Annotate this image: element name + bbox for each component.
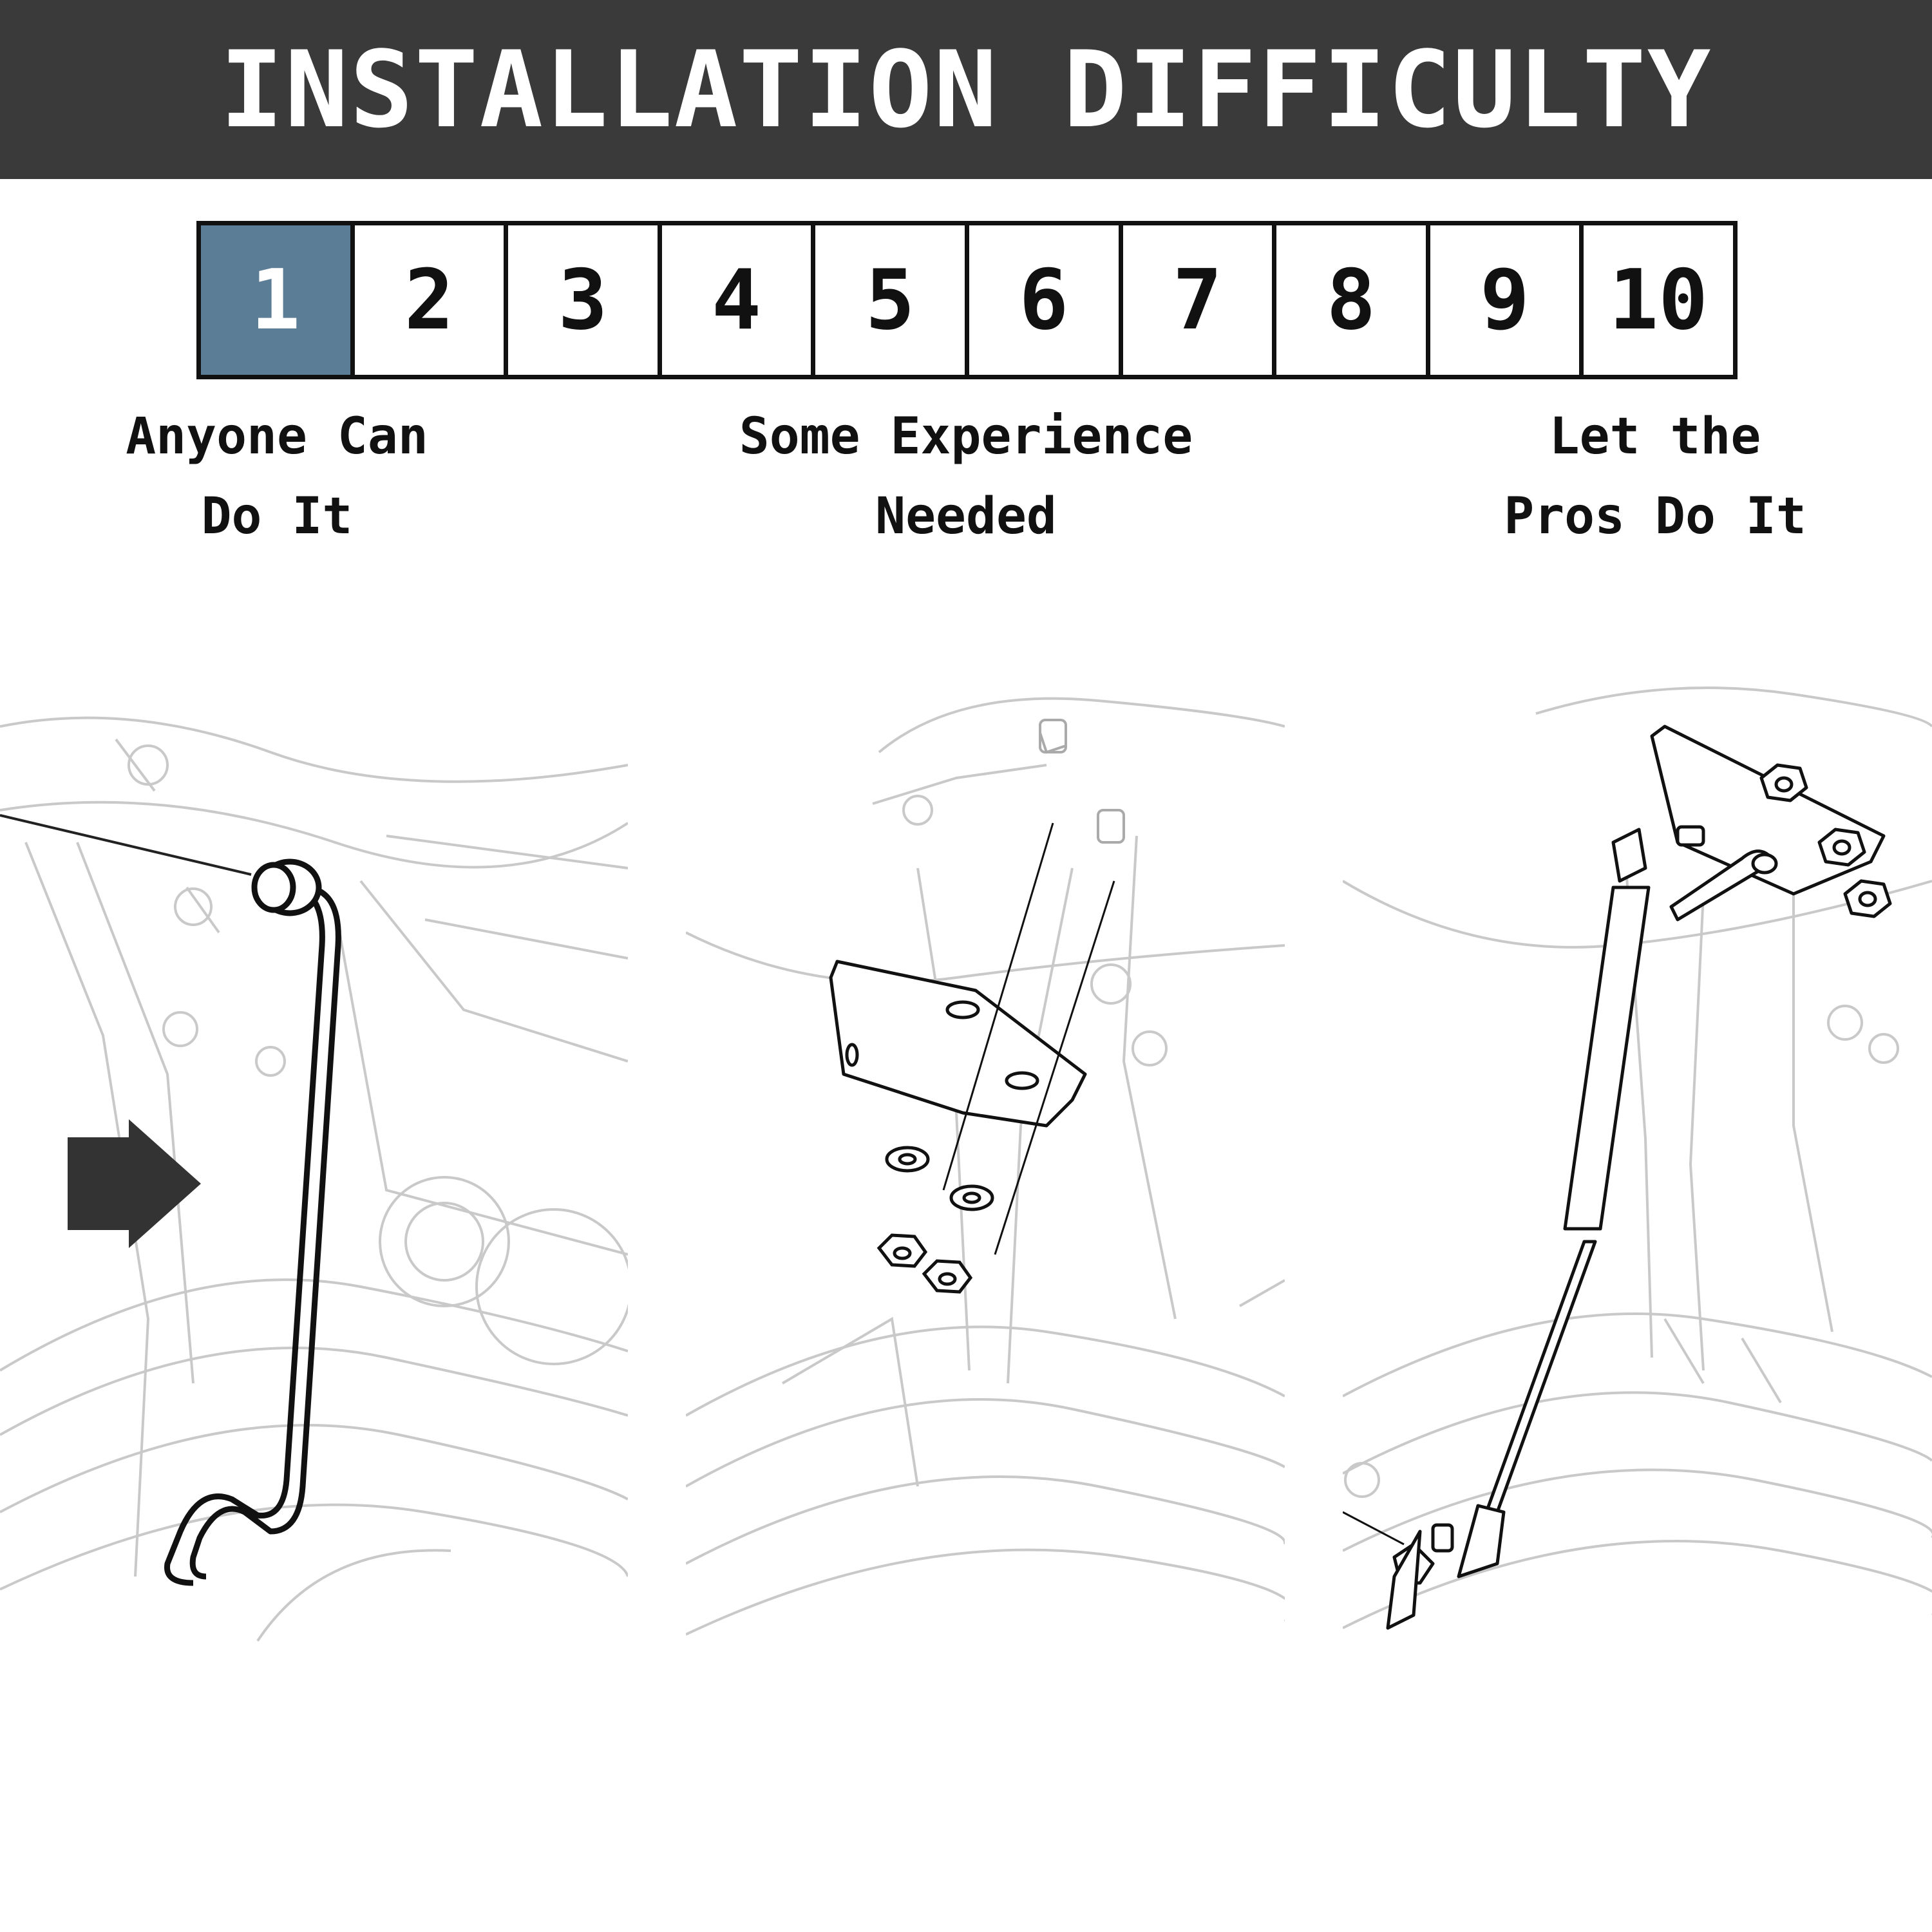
label-easy: Anyone Can Do It (90, 397, 464, 556)
illustration-bracket (686, 675, 1285, 1658)
scale-level-3: 3 (508, 225, 662, 375)
label-easy-line2: Do It (201, 488, 353, 545)
rod-install-icon (0, 716, 628, 1642)
scale-level-4: 4 (662, 225, 816, 375)
header-banner: INSTALLATION DIFFICULTY (0, 0, 1932, 179)
label-medium: Some Experience Needed (676, 397, 1256, 556)
illustration-rod (0, 675, 628, 1658)
difficulty-scale: 1 2 3 4 5 6 7 8 9 10 (196, 221, 1738, 379)
page-title: INSTALLATION DIFFICULTY (220, 28, 1712, 151)
label-hard-line2: Pros Do It (1504, 488, 1806, 545)
scale-level-5: 5 (815, 225, 969, 375)
scale-level-1: 1 (201, 225, 355, 375)
gas-strut-install-icon (1343, 687, 1932, 1630)
scale-level-7: 7 (1123, 225, 1277, 375)
scale-level-9: 9 (1430, 225, 1584, 375)
label-easy-line1: Anyone Can (126, 408, 428, 466)
scale-level-2: 2 (355, 225, 509, 375)
bracket-install-icon (686, 697, 1285, 1636)
label-hard: Let the Pros Do It (1455, 397, 1855, 556)
label-medium-line2: Needed (875, 488, 1057, 545)
illustration-gas-strut (1343, 675, 1932, 1658)
scale-level-6: 6 (969, 225, 1123, 375)
label-medium-line1: Some Experience (739, 408, 1193, 466)
scale-level-10: 10 (1609, 252, 1709, 348)
scale-level-8: 8 (1276, 225, 1430, 375)
label-hard-line1: Let the (1549, 408, 1761, 466)
